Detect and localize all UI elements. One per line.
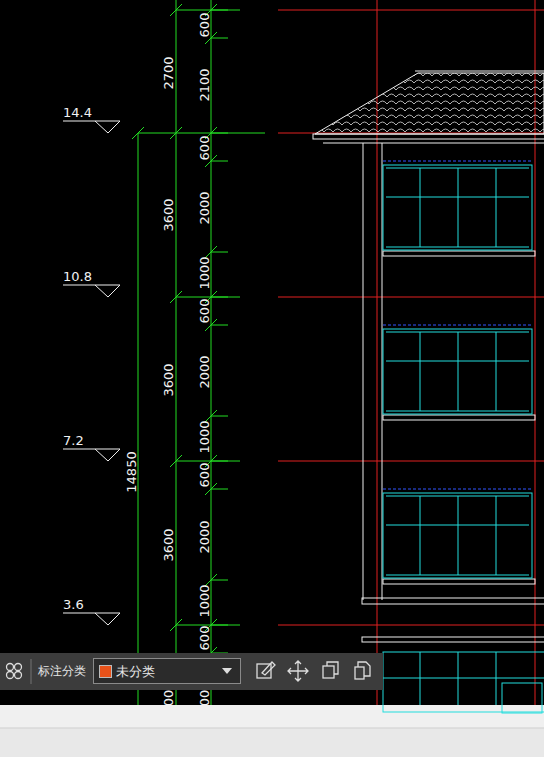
- dim-tick: [420, 332, 421, 411]
- window: [383, 165, 532, 250]
- dim-tick: [170, 455, 182, 467]
- toolbar-label: 标注分类: [38, 665, 86, 677]
- dimension-text: 600: [198, 626, 211, 651]
- dim-tick: [458, 332, 459, 411]
- dimension-text: 3600: [162, 198, 175, 231]
- dim-tick: [386, 197, 529, 198]
- dim-tick: [211, 252, 228, 253]
- dim-tick: [211, 625, 228, 626]
- dim-tick: [211, 325, 228, 326]
- dim-tick: [211, 461, 228, 462]
- dropdown-arrow: [222, 668, 234, 676]
- dimension-text: 2100: [198, 68, 211, 101]
- dimension-text: 3600: [162, 528, 175, 561]
- dim-tick: [211, 297, 228, 298]
- dim-tick: [458, 496, 459, 575]
- level-text: 3.6: [63, 598, 84, 611]
- toolbar: 标注分类 未分类: [0, 653, 383, 690]
- dropdown: 未分类: [93, 658, 241, 684]
- dim-tick: [211, 161, 228, 162]
- dimension-text: 1000: [198, 584, 211, 617]
- dim-tick: [170, 127, 182, 139]
- dim-tick: [170, 619, 182, 631]
- level-text: 10.8: [63, 270, 92, 283]
- dimension-text: 2700: [162, 56, 175, 89]
- window: [383, 493, 532, 578]
- dropdown-value: 未分类: [116, 665, 155, 678]
- dimension-text: 2000: [198, 191, 211, 224]
- dim-tick: [496, 496, 497, 575]
- dimension-text: 00: [198, 690, 211, 707]
- dimension-text: 1000: [198, 420, 211, 453]
- dimension-text: 600: [198, 463, 211, 488]
- dim-tick: [132, 127, 144, 139]
- level-text: 14.4: [63, 106, 92, 119]
- dim-tick: [420, 496, 421, 575]
- dim-tick: [420, 168, 421, 247]
- dim-tick: [170, 4, 182, 16]
- dimension-text: 2000: [198, 520, 211, 553]
- dim-tick: [386, 525, 529, 526]
- dim-tick: [170, 291, 182, 303]
- dimension-text: 2000: [198, 355, 211, 388]
- dim-tick: [211, 38, 228, 39]
- dimension-text: 600: [198, 299, 211, 324]
- dim-tick: [386, 361, 529, 362]
- dim-tick: [211, 10, 228, 11]
- dimension-text: 1000: [198, 256, 211, 289]
- dimension-text: 00: [162, 690, 175, 707]
- level-text: 7.2: [63, 434, 84, 447]
- dim-tick: [211, 580, 228, 581]
- dim-tick: [211, 489, 228, 490]
- color-swatch: [99, 665, 112, 678]
- dimension-text: 14850: [125, 451, 138, 492]
- dimension-text: 600: [198, 136, 211, 161]
- window: [383, 329, 532, 414]
- dim-tick: [211, 133, 228, 134]
- dim-tick: [211, 416, 228, 417]
- dimension-text: 600: [198, 13, 211, 38]
- dimension-text: 3600: [162, 363, 175, 396]
- dim-tick: [496, 332, 497, 411]
- dim-tick: [458, 168, 459, 247]
- dim-tick: [496, 168, 497, 247]
